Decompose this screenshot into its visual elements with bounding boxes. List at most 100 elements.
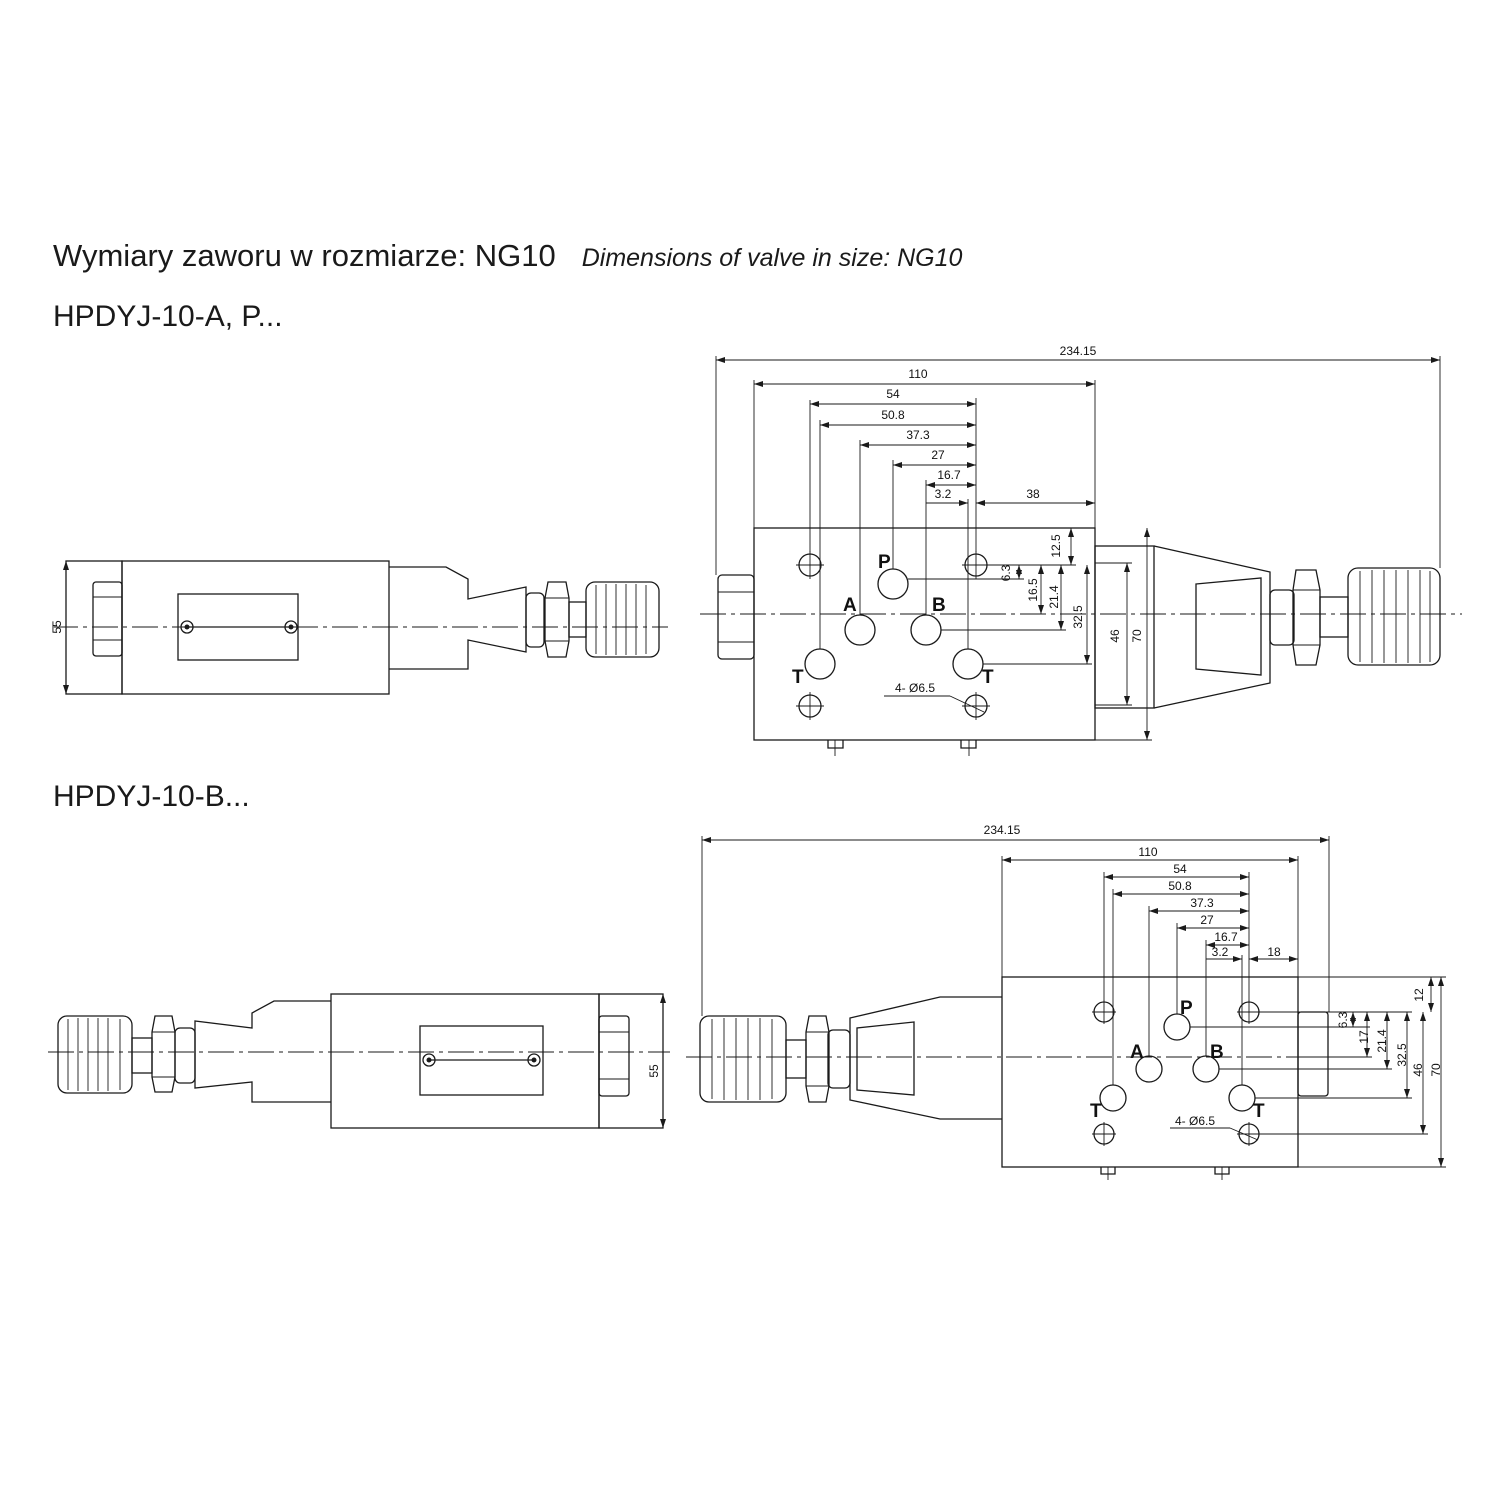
- a-port-t-left: [804, 648, 836, 680]
- a-dim-21-4: 21.4: [1047, 585, 1061, 609]
- b-dim-70: 70: [1429, 1063, 1443, 1077]
- model-b-title: HPDYJ-10-B...: [53, 780, 250, 813]
- b-label-p: P: [1180, 998, 1193, 1019]
- a-side-nut-1: [525, 592, 545, 648]
- a-top-cone-window: [1195, 577, 1262, 676]
- b-top-nut-1: [827, 1029, 851, 1089]
- b-dim-18: 18: [1267, 945, 1281, 959]
- a-label-b: B: [932, 595, 946, 616]
- a-top-cone: [1153, 545, 1271, 709]
- a-side-view: 55: [50, 560, 668, 695]
- b-dim-32-5: 32.5: [1395, 1043, 1409, 1067]
- a-port-a: [844, 614, 876, 646]
- b-top-view: P A B T T 234.15 110 54: [686, 823, 1446, 1180]
- b-dim-27: 27: [1200, 913, 1214, 927]
- a-dim-body: 110: [908, 367, 927, 381]
- b-vertical-dimensions: 12 6.3 17 21.4 32.5 46 70: [1170, 976, 1446, 1168]
- b-dim-overall: 234.15: [984, 823, 1021, 837]
- a-top-body: [753, 527, 1096, 741]
- a-dim-46: 46: [1108, 629, 1122, 643]
- a-top-knob: [1347, 567, 1441, 666]
- a-dim-37-3: 37.3: [906, 428, 930, 442]
- a-side-nut-2: [544, 581, 570, 658]
- a-side-adjuster-housing: [389, 566, 527, 670]
- b-top-stem: [785, 1039, 807, 1079]
- a-top-plug: [717, 574, 755, 660]
- b-ports: P A B T T: [1090, 998, 1265, 1146]
- b-side-endplate: [598, 993, 664, 1129]
- b-dim-3-2: 3.2: [1212, 945, 1229, 959]
- b-side-nut-1: [174, 1027, 196, 1084]
- model-a-title: HPDYJ-10-A, P...: [53, 300, 283, 333]
- a-dim-12-5: 12.5: [1049, 534, 1063, 558]
- a-dim-70: 70: [1130, 629, 1144, 643]
- a-top-view: P A B T T 234.15 110 54: [700, 344, 1462, 756]
- b-horizontal-dimensions: 234.15 110 54 50.8 37.3: [701, 823, 1330, 1085]
- b-dim-12: 12: [1412, 988, 1426, 1002]
- a-top-stem: [1319, 596, 1349, 638]
- a-ports: P A B T T: [792, 551, 994, 720]
- heading-polish: Wymiary zaworu w rozmiarze: NG10: [53, 238, 556, 273]
- b-side-height-label: 55: [647, 1064, 661, 1078]
- b-dim-body: 110: [1138, 845, 1157, 859]
- a-dim-holes: 4- Ø6.5: [895, 681, 935, 695]
- b-side-stem: [131, 1037, 153, 1074]
- b-label-b: B: [1210, 1042, 1224, 1063]
- a-dim-50-8: 50.8: [881, 408, 905, 422]
- b-top-knob: [699, 1015, 787, 1103]
- a-side-height-label: 55: [50, 620, 64, 634]
- b-port-t-right: [1228, 1084, 1256, 1112]
- b-dim-16-7: 16.7: [1214, 930, 1238, 944]
- b-top-cone: [849, 996, 1002, 1120]
- a-dim-16-7: 16.7: [937, 468, 961, 482]
- b-top-plug: [1297, 1011, 1329, 1097]
- b-side-view: 55: [48, 993, 670, 1129]
- a-label-p: P: [878, 552, 891, 573]
- a-dim-27: 27: [931, 448, 945, 462]
- a-side-plug: [92, 581, 123, 657]
- b-side-plug: [598, 1015, 630, 1097]
- a-dim-38: 38: [1026, 487, 1040, 501]
- b-side-knob: [57, 1015, 133, 1094]
- a-top-nut-1: [1269, 589, 1295, 646]
- a-vertical-dimensions: 12.5 6.3 16.5 21.4 32.5 46 70: [884, 528, 1152, 741]
- a-label-t-right: T: [982, 667, 994, 688]
- b-label-t-right: T: [1253, 1101, 1265, 1122]
- a-dim-32-5: 32.5: [1071, 605, 1085, 629]
- b-side-adjuster-housing: [194, 1000, 331, 1103]
- b-side-nut-2: [151, 1015, 176, 1093]
- b-port-t-left: [1099, 1084, 1127, 1112]
- a-label-a: A: [843, 595, 857, 616]
- a-top-nut-2: [1292, 569, 1321, 666]
- b-dim-17: 17: [1357, 1030, 1371, 1044]
- a-side-knob: [585, 581, 660, 658]
- a-horizontal-dimensions: 234.15 110 54 50.8 37.3: [715, 344, 1441, 649]
- b-dim-50-8: 50.8: [1168, 879, 1192, 893]
- b-top-cone-window: [856, 1021, 915, 1096]
- b-dim-21-4: 21.4: [1375, 1029, 1389, 1053]
- a-label-t-left: T: [792, 667, 804, 688]
- a-dim-16-5: 16.5: [1026, 578, 1040, 602]
- a-dim-6-3: 6.3: [999, 564, 1013, 581]
- b-label-t-left: T: [1090, 1101, 1102, 1122]
- b-side-screw-left: [422, 1053, 436, 1067]
- b-label-a: A: [1130, 1042, 1144, 1063]
- b-dim-37-3: 37.3: [1190, 896, 1214, 910]
- a-dim-54: 54: [886, 387, 900, 401]
- a-port-p: [877, 568, 909, 600]
- a-dim-3-2: 3.2: [935, 487, 952, 501]
- a-port-b: [910, 614, 942, 646]
- a-top-adapter: [1094, 545, 1155, 709]
- b-side-nameplate: [419, 1025, 544, 1096]
- b-side-screw-right: [527, 1053, 541, 1067]
- b-dim-54: 54: [1173, 862, 1187, 876]
- b-dim-6-3: 6.3: [1336, 1011, 1350, 1028]
- a-dim-overall: 234.15: [1060, 344, 1097, 358]
- b-dim-46: 46: [1411, 1063, 1425, 1077]
- b-dim-holes: 4- Ø6.5: [1175, 1114, 1215, 1128]
- a-port-t-right: [952, 648, 984, 680]
- b-top-nut-2: [805, 1015, 830, 1103]
- a-side-stem: [568, 601, 587, 638]
